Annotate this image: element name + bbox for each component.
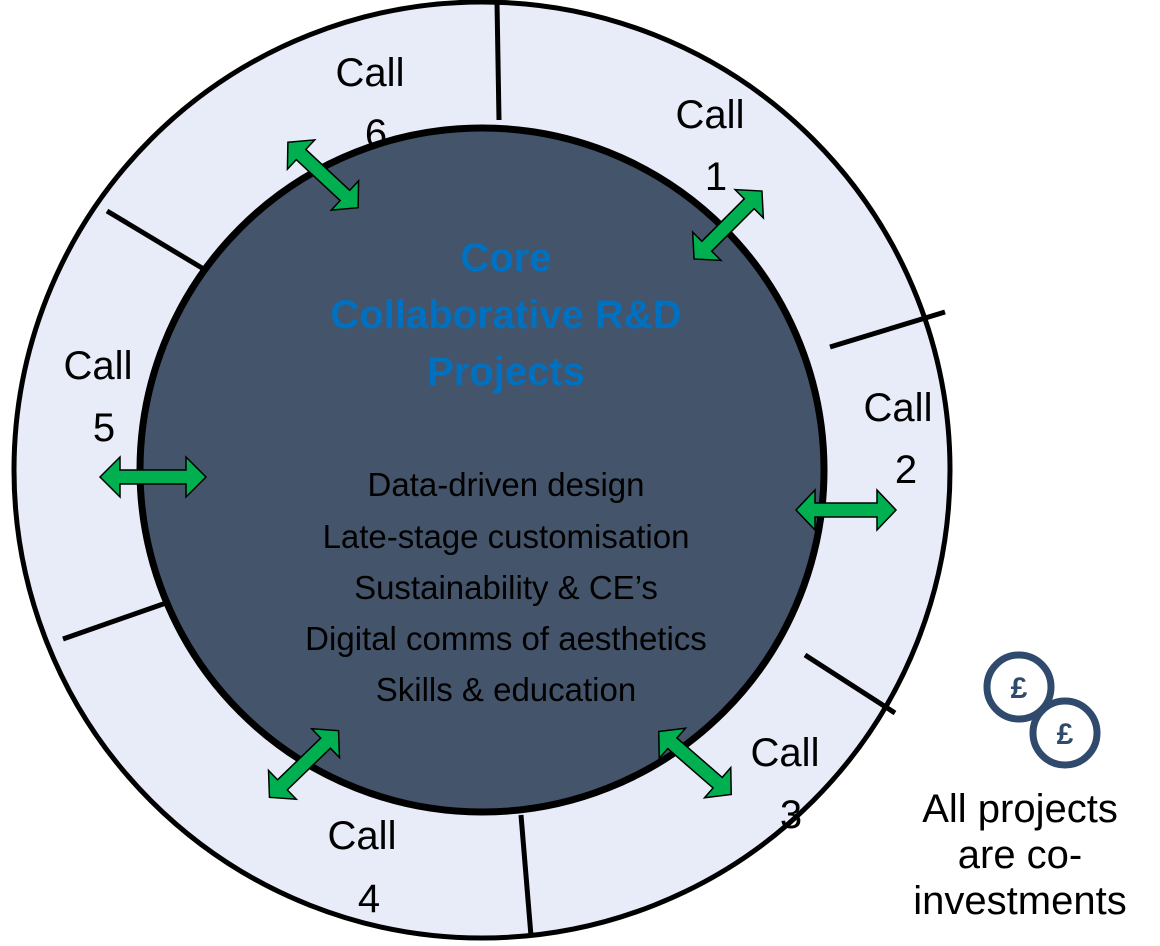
arrow-call-3 (658, 727, 732, 799)
arrow-call-2 (794, 488, 898, 532)
core-title-line-1: Core (460, 236, 551, 280)
call-2-number: 2 (895, 448, 917, 492)
pound-symbol-back: £ (1011, 672, 1028, 705)
note-line-3: investments (913, 879, 1127, 923)
core-topics: Data-driven design Late-stage customisat… (305, 466, 707, 708)
divider-call5-call6 (105, 208, 209, 274)
ring-dividers (62, 1, 946, 937)
co-investment-note: All projects are co- investments (880, 786, 1160, 924)
divider-call1-call2 (829, 309, 946, 350)
arrow-call-6 (286, 138, 360, 212)
call-6-number: 6 (365, 112, 387, 156)
divider-call2-call3 (803, 652, 897, 716)
call-6-label: Call (336, 51, 405, 95)
note-line-1: All projects (922, 787, 1118, 831)
call-4-label: Call (328, 814, 397, 858)
call-5-number: 5 (93, 406, 115, 450)
call-1-number: 1 (705, 155, 727, 199)
arrow-call-1 (691, 188, 765, 262)
pound-symbol-front: £ (1057, 718, 1074, 751)
topic-item: Data-driven design (368, 466, 645, 503)
coins-pound-icon: £ £ (983, 651, 1101, 769)
core-title: Core Collaborative R&D Projects (330, 236, 681, 394)
call-arrows (98, 138, 898, 801)
call-3-number: 3 (780, 793, 802, 837)
divider-call3-call4 (518, 814, 534, 937)
divider-call6-call1 (494, 1, 502, 121)
topic-item: Digital comms of aesthetics (305, 620, 707, 657)
arrow-call-4 (267, 727, 341, 801)
note-line-2: are co- (957, 833, 1083, 877)
core-title-line-2: Collaborative R&D (330, 293, 681, 337)
topic-item: Late-stage customisation (323, 518, 690, 555)
core-title-line-3: Projects (427, 350, 585, 394)
call-3-label: Call (751, 731, 820, 775)
call-2-label: Call (864, 386, 933, 430)
divider-call4-call5 (62, 600, 167, 642)
topic-item: Sustainability & CE’s (354, 569, 658, 606)
call-4-number: 4 (358, 877, 380, 921)
topic-item: Skills & education (376, 671, 636, 708)
call-1-label: Call (676, 93, 745, 137)
call-labels: Call 1 Call 2 Call 3 Call 4 Call 5 Call … (64, 51, 933, 921)
call-5-label: Call (64, 344, 133, 388)
arrow-call-5 (98, 455, 208, 499)
